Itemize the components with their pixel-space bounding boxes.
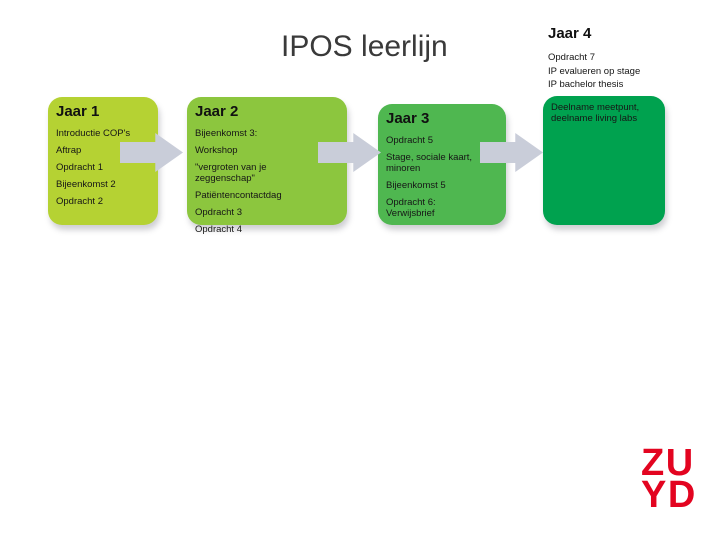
list-item: Opdracht 4 <box>195 224 242 235</box>
jaar4-header-block: Jaar 4 Opdracht 7 IP evalueren op stage … <box>548 26 678 92</box>
list-item: IP bachelor thesis <box>548 79 624 90</box>
slide-title: IPOS leerlijn <box>281 30 448 63</box>
list-item: Stage, sociale kaart, minoren <box>386 152 473 174</box>
list-item: IP evalueren op stage <box>548 65 641 77</box>
list-item: Opdracht 2 <box>56 196 103 207</box>
jaar2-heading: Jaar 2 <box>195 103 239 120</box>
jaar4-box: Deelname meetpunt, deelname living labs <box>543 96 665 225</box>
list-item: Deelname meetpunt, deelname living labs <box>551 102 640 124</box>
list-item: "vergroten van je zeggenschap" <box>195 162 267 184</box>
list-item: Opdracht 1 <box>56 162 103 173</box>
list-item: Opdracht 5 <box>386 135 433 146</box>
zuyd-logo: ZU YD <box>641 442 697 516</box>
list-item: Introductie COP's <box>56 128 131 139</box>
list-item: Opdracht 6: Verwijsbrief <box>386 197 436 219</box>
jaar3-heading: Jaar 3 <box>386 110 430 127</box>
list-item: Bijeenkomst 3: <box>195 128 258 139</box>
list-item: Bijeenkomst 2 <box>56 179 116 190</box>
list-item: Aftrap <box>56 145 82 156</box>
jaar1-heading: Jaar 1 <box>56 103 100 120</box>
zuyd-logo-line1: ZU <box>641 442 695 484</box>
jaar3-box: Jaar 3 Opdracht 5 Stage, sociale kaart, … <box>378 104 506 225</box>
list-item: Workshop <box>195 145 238 156</box>
zuyd-logo-line2: YD <box>641 474 697 516</box>
list-item: Opdracht 7 <box>548 52 595 63</box>
list-item: Opdracht 3 <box>195 207 242 218</box>
list-item: Bijeenkomst 5 <box>386 180 446 191</box>
list-item: Patiëntencontactdag <box>195 190 282 201</box>
jaar4-heading: Jaar 4 <box>548 25 592 42</box>
